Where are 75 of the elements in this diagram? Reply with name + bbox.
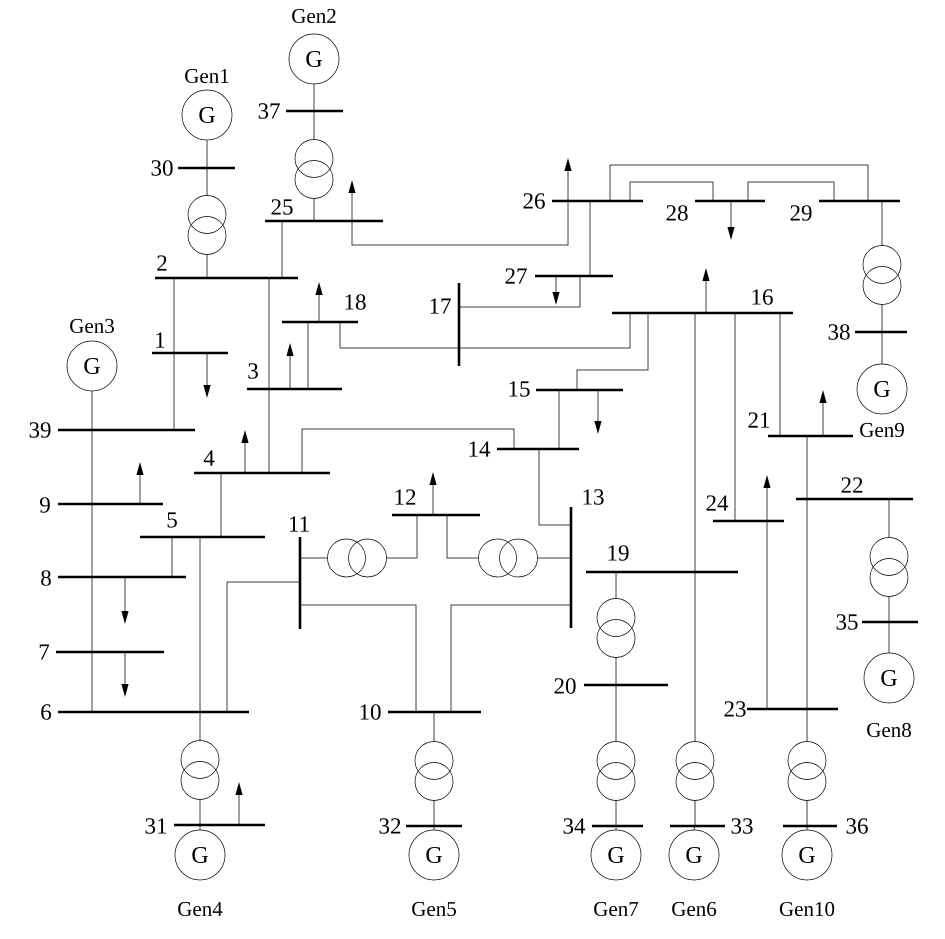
bus-number: 10 — [360, 704, 381, 720]
bus-number: 2 — [157, 255, 166, 271]
bus-number: 37 — [258, 103, 280, 119]
bus-number: 29 — [790, 205, 812, 221]
transmission-line — [806, 436, 808, 500]
bus-number: 14 — [470, 441, 490, 457]
bus-number: 21 — [748, 412, 770, 428]
transmission-line — [888, 622, 890, 654]
bus-number: 4 — [204, 450, 214, 466]
transmission-line — [340, 322, 460, 348]
transmission-line — [268, 278, 270, 390]
bus-number: 17 — [430, 298, 451, 314]
bus-number: 39 — [30, 422, 51, 438]
bus-number: 26 — [524, 193, 545, 209]
bus-number: 18 — [346, 294, 366, 310]
bus-number: 25 — [272, 199, 293, 215]
transmission-line — [300, 604, 416, 712]
generator-label: Gen1 — [185, 68, 228, 84]
transmission-line — [458, 312, 630, 348]
bus-number: 1 — [156, 332, 164, 348]
bus-number: 38 — [828, 324, 850, 340]
bus-number: 16 — [752, 289, 773, 305]
bus-number: 9 — [40, 497, 50, 513]
transmission-line — [806, 826, 808, 830]
transmission-line — [352, 200, 568, 246]
generator-label: Gen10 — [780, 902, 834, 916]
generator-label: Gen7 — [594, 902, 638, 916]
bus-number: 7 — [40, 644, 50, 660]
generator-label: Gen4 — [178, 902, 222, 916]
generator-label: Gen8 — [867, 722, 911, 738]
bus-number: 27 — [506, 268, 527, 284]
bus-number: 22 — [842, 477, 862, 493]
transmission-line — [558, 390, 560, 450]
transmission-line — [226, 582, 300, 712]
transmission-line — [268, 388, 270, 474]
transmission-line — [610, 164, 868, 202]
bus-number: 15 — [510, 381, 530, 397]
generator-label: Gen6 — [672, 902, 716, 916]
transmission-line — [734, 312, 736, 522]
transmission-line — [538, 448, 572, 526]
bus-number: 34 — [564, 818, 586, 834]
transmission-line — [576, 312, 648, 390]
bus-number: 33 — [732, 818, 753, 834]
generator-label: Gen9 — [860, 422, 904, 438]
transmission-line — [766, 520, 768, 710]
bus-number: 11 — [290, 516, 309, 532]
bus-number: 36 — [846, 818, 868, 834]
bus-number: 13 — [584, 489, 604, 505]
bus-number: 20 — [554, 678, 576, 694]
bus-number: 12 — [396, 489, 416, 505]
generator-label: Gen3 — [70, 318, 114, 334]
transmission-line — [694, 312, 696, 572]
transmission-line — [748, 182, 834, 202]
bus-number: 35 — [836, 614, 858, 630]
transmission-line — [694, 826, 696, 830]
bus-number: 24 — [706, 495, 728, 511]
generator-label: Gen2 — [292, 8, 336, 24]
bus-number: 6 — [41, 704, 52, 720]
transmission-line — [302, 428, 514, 474]
bus-number: 30 — [152, 160, 173, 176]
transmission-line — [206, 140, 208, 168]
bus-number: 23 — [724, 701, 746, 717]
bus-number: 19 — [608, 545, 629, 561]
generator-label: Gen5 — [412, 902, 456, 916]
transmission-line — [458, 276, 580, 308]
transmission-line — [450, 604, 572, 712]
bus-number: 28 — [666, 205, 688, 221]
bus-number: 3 — [248, 363, 258, 379]
transmission-line — [220, 472, 222, 538]
bus-number: 5 — [168, 512, 177, 528]
bus-number: 32 — [380, 818, 400, 834]
bus-number: 31 — [146, 818, 166, 834]
bus-number: 8 — [41, 570, 51, 586]
transmission-line — [806, 498, 808, 710]
transmission-line — [630, 182, 714, 202]
